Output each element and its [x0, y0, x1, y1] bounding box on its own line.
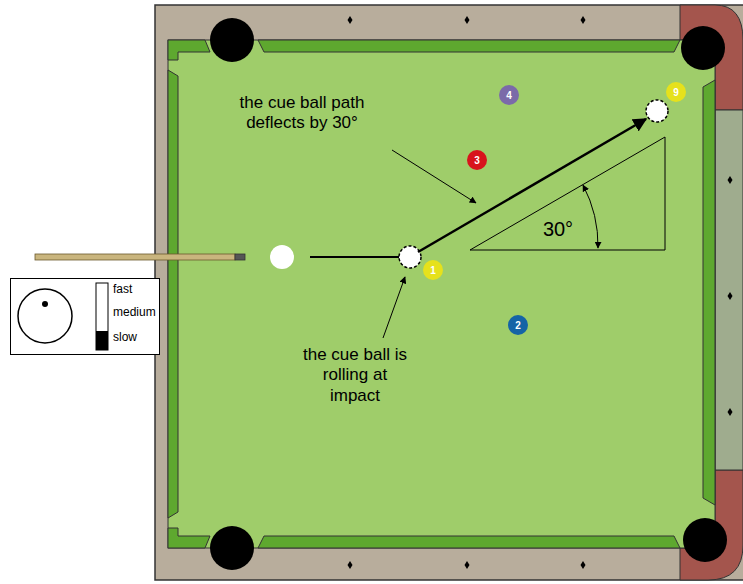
speed-bar: [96, 283, 108, 350]
speed-bar-fill: [96, 331, 108, 350]
numbered-ball: 1: [423, 260, 443, 280]
rail-diamond: [465, 16, 470, 24]
ball-fill: [423, 260, 443, 280]
rail-diamond: [581, 16, 586, 24]
ball-fill: [666, 82, 686, 102]
cushion: [168, 70, 178, 518]
rail-diamond: [581, 561, 586, 569]
deflected-path: [418, 119, 646, 252]
numbered-ball: 4: [499, 85, 519, 105]
rail-diamond: [465, 561, 470, 569]
rail-diamond: [348, 561, 353, 569]
rail-diamond: [728, 176, 733, 184]
side-rail: [715, 110, 743, 470]
pocket: [210, 18, 254, 62]
ball-number: 2: [508, 315, 528, 335]
speed-box-ground: [10, 278, 160, 355]
numbered-ball: 9: [666, 82, 686, 102]
ghost-ball: [399, 246, 421, 268]
ball-fill: [508, 315, 528, 335]
speed-legend-box: fast medium slow: [10, 278, 160, 355]
angle-arc: [583, 185, 598, 248]
ghost-ball: [646, 100, 668, 122]
speed-label: fast: [113, 282, 132, 296]
cushion: [258, 40, 680, 52]
rail-diamond: [348, 16, 353, 24]
cue-ball: [270, 245, 294, 269]
leader-line: [392, 150, 476, 203]
rail-diamond: [728, 292, 733, 300]
ball-number: 1: [423, 260, 443, 280]
cushion: [168, 528, 210, 548]
speed-label: slow: [113, 330, 137, 344]
rail-diamond: [728, 408, 733, 416]
ball-number: 9: [666, 82, 686, 102]
callout-note: the cue ball is rolling at impact: [297, 345, 413, 406]
rail-diamonds: [348, 16, 733, 569]
angle-label: 30°: [530, 217, 586, 241]
numbered-ball: 3: [467, 150, 487, 170]
numbered-ball: 2: [508, 315, 528, 335]
speed-label: medium: [113, 305, 156, 319]
leader-line: [383, 277, 405, 338]
cue-ball-tip-icon: [18, 289, 72, 343]
angle-triangle: [470, 137, 665, 250]
ball-fill: [467, 150, 487, 170]
cushion: [258, 536, 680, 548]
tip-position-dot: [42, 301, 48, 307]
pocket: [210, 526, 254, 570]
ball-number: 3: [467, 150, 487, 170]
ball-number: 4: [499, 85, 519, 105]
table-cloth: [168, 40, 715, 548]
cue-ball-path: [310, 256, 400, 258]
table-rail: [155, 5, 743, 580]
cushion: [703, 80, 715, 505]
pocket: [681, 26, 725, 70]
cushion: [168, 40, 210, 60]
callout-note: the cue ball path deflects by 30°: [222, 93, 382, 134]
cue-stick: [35, 254, 235, 260]
pocket: [683, 518, 727, 562]
ball-fill: [499, 85, 519, 105]
cue-tip: [235, 254, 245, 260]
